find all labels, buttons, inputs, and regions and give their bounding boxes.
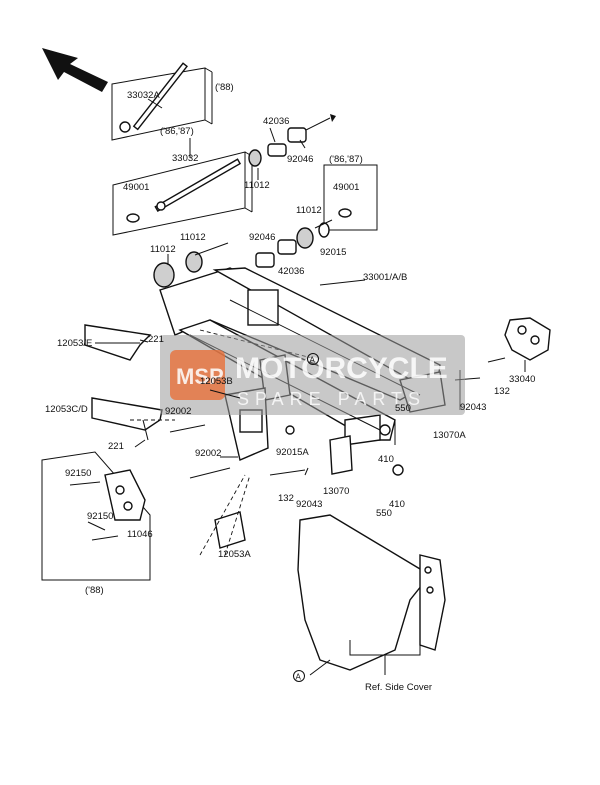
label-92150-b: 92150 xyxy=(87,511,113,522)
label-year-86-87-right: ('86,'87) xyxy=(329,154,363,165)
label-132-right: 132 xyxy=(494,386,510,397)
side-cover-ref xyxy=(297,514,446,676)
label-12053A: 12053A xyxy=(218,549,251,560)
label-12053E: 12053/E xyxy=(57,338,92,349)
label-42036-mid: 42036 xyxy=(278,266,304,277)
svg-text:A: A xyxy=(310,356,316,365)
label-550-b: 550 xyxy=(376,508,392,519)
label-42036-top: 42036 xyxy=(263,116,289,127)
label-11012-a: 11012 xyxy=(244,180,270,191)
upper-bushings xyxy=(248,114,336,167)
label-33032: 33032 xyxy=(172,153,198,164)
label-11012-d: 11012 xyxy=(150,244,176,255)
label-92002-b: 92002 xyxy=(195,448,221,459)
label-12053B: 12053B xyxy=(200,376,233,387)
mid-bushings xyxy=(153,222,330,288)
label-92046-mid: 92046 xyxy=(249,232,275,243)
watermark-brand: MOTORCYCLE xyxy=(235,352,448,385)
pivot-shaft-86-87-group xyxy=(112,151,253,236)
label-550-a: 550 xyxy=(395,403,411,414)
svg-text:A: A xyxy=(296,673,302,682)
leader-lines xyxy=(87,98,526,531)
label-132-mid: 132 xyxy=(278,493,294,504)
pivot-shaft-88-group xyxy=(111,62,213,141)
label-11012-c: 11012 xyxy=(180,232,206,243)
reference-marker-a-bottom: A xyxy=(293,670,305,682)
label-221-top: 221 xyxy=(148,334,164,345)
part-labels: 33032A ('88) ('86,'87) 33032 42036 92046… xyxy=(45,82,535,693)
chain-guide-12053cd xyxy=(91,397,163,441)
label-33032A: 33032A xyxy=(127,90,160,101)
watermark-logo: MSP xyxy=(176,364,224,389)
label-year-88-top: ('88) xyxy=(215,82,234,93)
label-13070: 13070 xyxy=(323,486,349,497)
dust-seal-86-87-group xyxy=(323,164,378,231)
label-49001-right: 49001 xyxy=(333,182,359,193)
label-33040: 33040 xyxy=(509,374,535,385)
label-11012-b: 11012 xyxy=(296,205,322,216)
label-13070A: 13070A xyxy=(433,430,466,441)
label-92046-top: 92046 xyxy=(287,154,313,165)
front-direction-arrow xyxy=(42,48,108,92)
reference-marker-a-top: A xyxy=(307,353,319,365)
label-92002-a: 92002 xyxy=(165,406,191,417)
label-92043-mid: 92043 xyxy=(296,499,322,510)
watermark-sub: SPARE PARTS xyxy=(237,389,426,409)
bracket-88-group xyxy=(41,451,151,581)
label-12053CD: 12053C/D xyxy=(45,404,88,415)
label-410-b: 410 xyxy=(389,499,405,510)
label-11046: 11046 xyxy=(127,529,153,540)
guide-lines xyxy=(130,329,321,556)
label-49001-left: 49001 xyxy=(123,182,149,193)
label-221-bottom: 221 xyxy=(108,441,124,452)
label-92015A: 92015A xyxy=(276,447,309,458)
label-year-86-87-left: ('86,'87) xyxy=(160,126,194,137)
label-ref-side-cover: Ref. Side Cover xyxy=(365,682,432,693)
label-92043-right: 92043 xyxy=(460,402,486,413)
label-410-a: 410 xyxy=(378,454,394,465)
label-92015-top: 92015 xyxy=(320,247,346,258)
label-33001: 33001/A/B xyxy=(363,272,407,283)
watermark: MSP MOTORCYCLE SPARE PARTS xyxy=(160,335,465,415)
label-year-88-bottom: ('88) xyxy=(85,585,104,596)
label-92150-a: 92150 xyxy=(65,468,91,479)
